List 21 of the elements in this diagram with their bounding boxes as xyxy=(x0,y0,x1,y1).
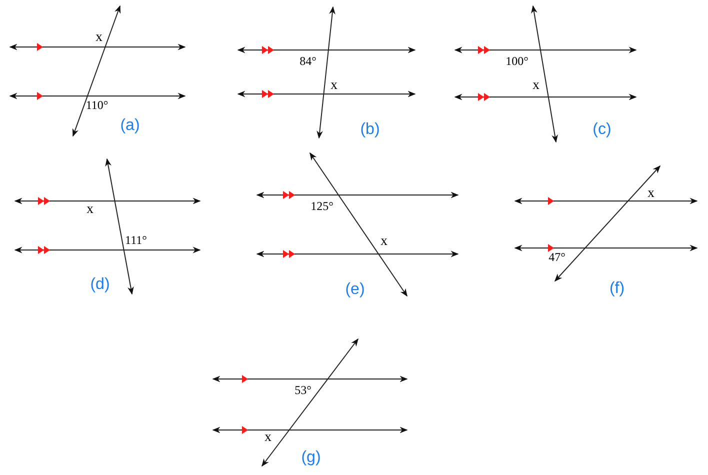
panel-tag: (c) xyxy=(592,122,612,138)
angle-variable: x xyxy=(380,235,388,249)
angle-measure: 100° xyxy=(506,55,528,67)
panel-tag: (g) xyxy=(301,450,321,466)
angle-variable: x xyxy=(532,79,540,93)
angle-measure: 84° xyxy=(300,55,316,67)
panel-tag: (d) xyxy=(90,277,110,293)
angle-variable: x xyxy=(648,187,654,201)
angle-measure: 111° xyxy=(125,234,147,246)
angle-variable: x xyxy=(264,431,272,445)
panel-tag: (e) xyxy=(345,282,365,298)
angle-variable: x xyxy=(96,31,102,45)
panel-tag: (a) xyxy=(120,118,140,134)
angle-measure: 110° xyxy=(86,99,108,111)
angle-measure: 125° xyxy=(310,200,334,212)
angle-variable: x xyxy=(330,79,338,93)
angle-measure: 47° xyxy=(548,251,566,263)
angle-measure: 53° xyxy=(294,384,312,396)
panel-tag: (b) xyxy=(360,122,380,138)
angle-variable: x xyxy=(86,203,94,217)
panel-tag: (f) xyxy=(609,281,625,297)
